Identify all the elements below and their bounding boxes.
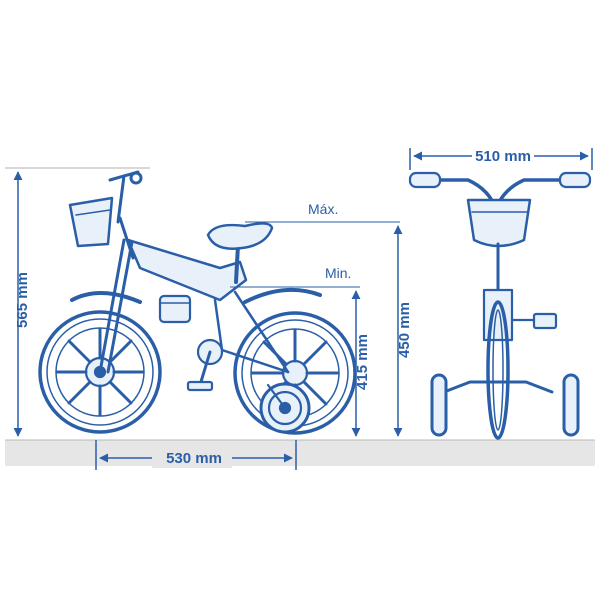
training-arms [442, 380, 554, 394]
right-training-wheel [562, 373, 580, 437]
frame [126, 238, 290, 374]
seat-max-label: Máx. [308, 201, 338, 217]
crank-pedal [186, 338, 224, 392]
wheelbase-dimension-label: 530 mm [166, 450, 222, 467]
seat-min-label: Min. [325, 265, 351, 281]
basket [68, 196, 114, 248]
left-grip [408, 171, 442, 189]
bottle [158, 294, 192, 324]
seat-post [234, 243, 240, 284]
left-training-wheel [430, 373, 448, 437]
rear-fender [243, 287, 322, 304]
max-height-label: 450 mm [396, 302, 413, 358]
height-dimension-label: 565 mm [14, 272, 31, 328]
min-height-label: 415 mm [354, 334, 371, 390]
right-grip [558, 171, 592, 189]
bike-front-view [408, 171, 592, 440]
bike-side-view [38, 170, 357, 435]
training-wheel [259, 382, 311, 434]
front-basket [466, 198, 532, 248]
saddle [206, 222, 274, 250]
handlebar [108, 170, 143, 224]
fork [98, 216, 135, 374]
ground-line [5, 440, 595, 466]
front-view-wheel [486, 300, 510, 440]
handlebar-width-label: 510 mm [475, 148, 531, 165]
front-fender [70, 290, 142, 304]
front-view-pedal [532, 312, 558, 330]
